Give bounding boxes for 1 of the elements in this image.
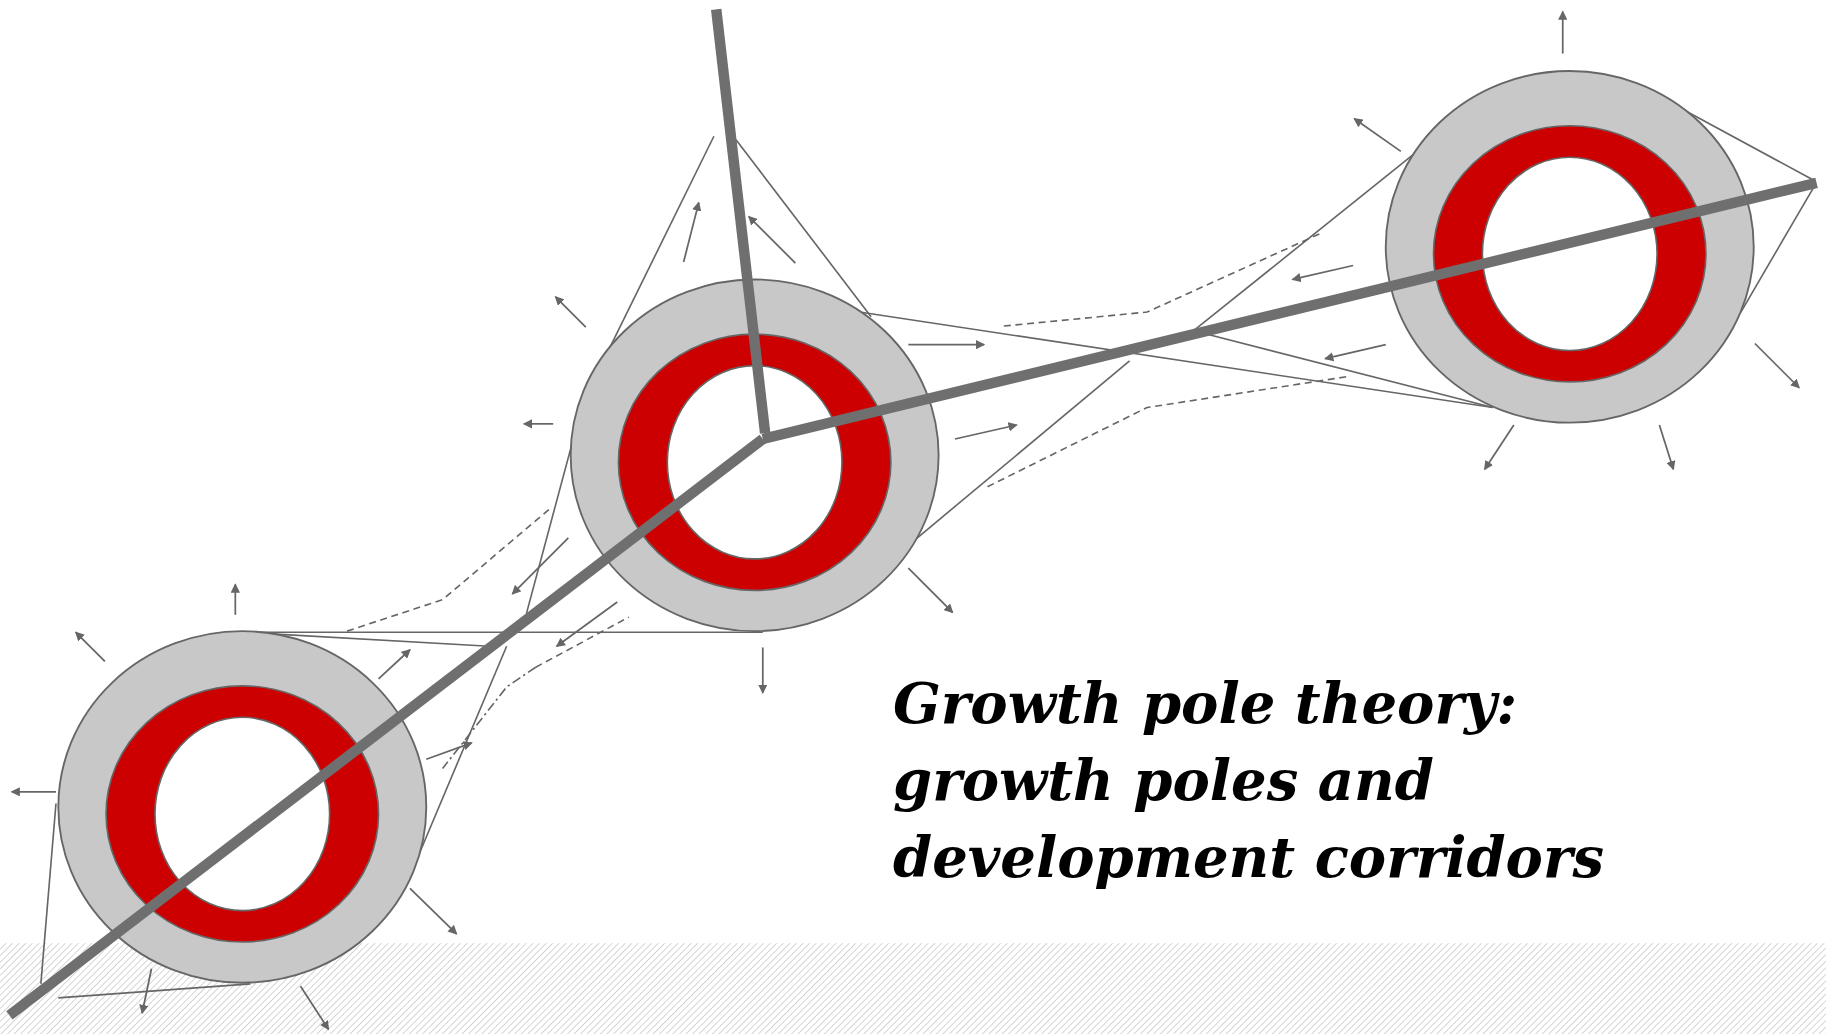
- diagram-title: Growth pole theory: growth poles and development corridors: [893, 669, 1605, 892]
